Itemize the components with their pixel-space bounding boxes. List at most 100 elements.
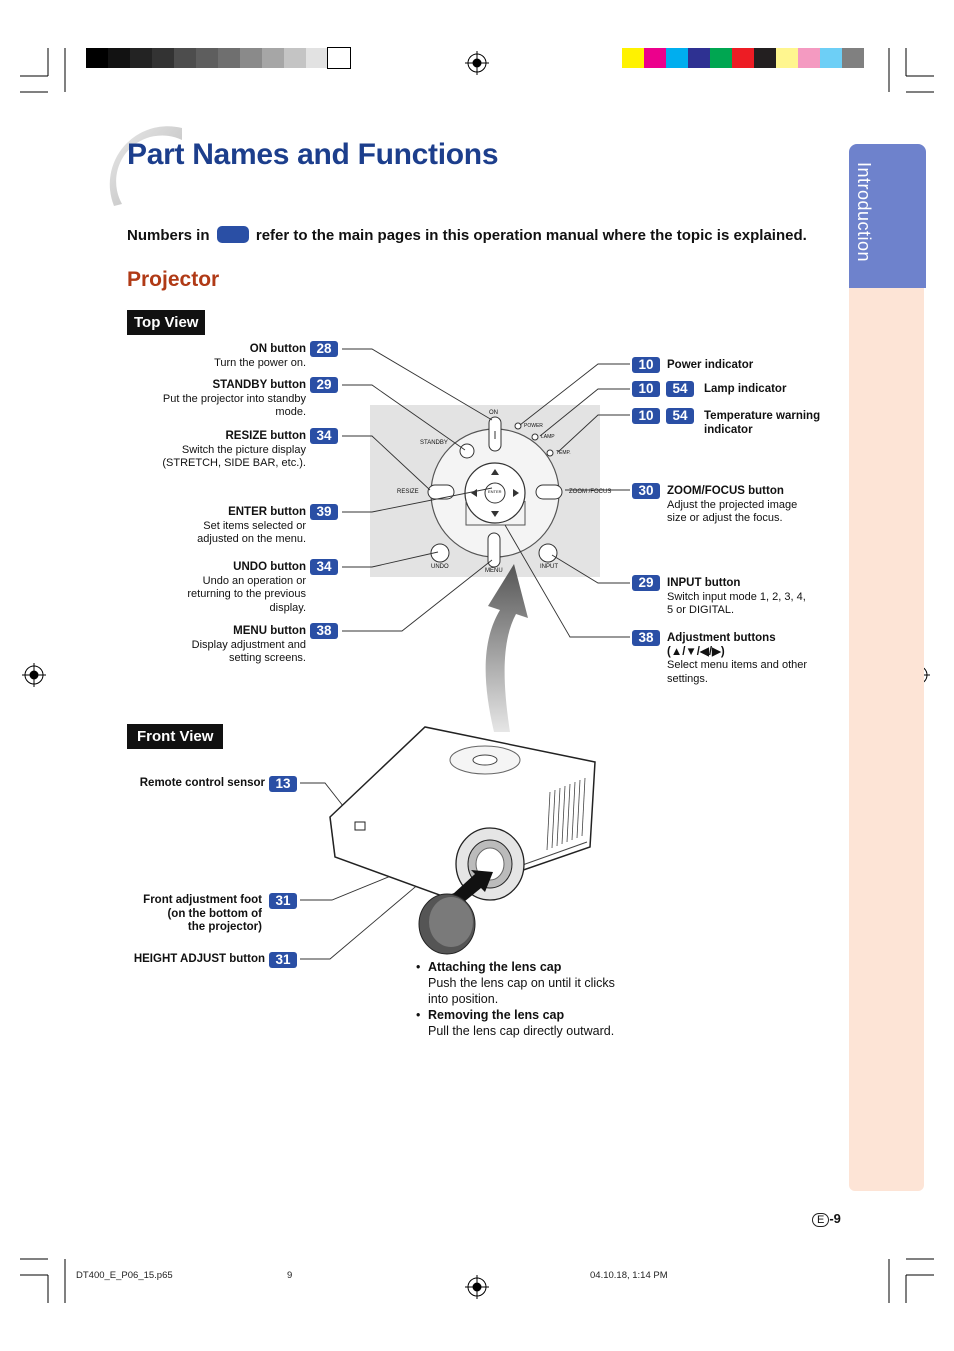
intro-note: Numbers in refer to the main pages in th…	[127, 226, 807, 244]
remove-lens-cap-item: Removing the lens cap Pull the lens cap …	[416, 1007, 615, 1039]
color-swatch	[174, 48, 196, 68]
front-view-tag: Front View	[127, 724, 224, 749]
part-desc: Switch input mode 1, 2, 3, 4,	[667, 590, 806, 603]
part-name: ZOOM/FOCUS button	[667, 485, 784, 497]
part-desc: display.	[269, 601, 306, 614]
page-ref-badge: 54	[666, 381, 694, 397]
page-ref-badge: 29	[310, 377, 338, 393]
color-swatch	[262, 48, 284, 68]
part-desc: size or adjust the focus.	[667, 512, 783, 524]
footer-file: DT400_E_P06_15.p65	[76, 1270, 173, 1281]
attach-lens-cap-line1: Push the lens cap on until it clicks	[428, 976, 615, 990]
attach-lens-cap-line2: into position.	[428, 992, 499, 1006]
part-label: Adjustment buttons(▲/▼/◀/▶)Select menu i…	[667, 632, 807, 686]
part-label: Lamp indicator	[704, 383, 786, 397]
part-name: RESIZE button	[225, 430, 307, 442]
part-desc: Select menu items and other	[667, 659, 808, 671]
part-desc: Undo an operation or	[202, 574, 306, 587]
page-badge-sample	[216, 226, 249, 243]
part-desc: setting screens.	[228, 652, 306, 664]
part-name: ENTER button	[228, 506, 306, 518]
part-name: ON button	[249, 343, 306, 355]
part-name-cont: (on the bottom of	[167, 907, 262, 920]
part-name-cont: the projector)	[187, 921, 262, 933]
page-ref-badge: 34	[310, 559, 338, 575]
color-swatch	[218, 48, 240, 68]
color-swatch	[710, 48, 732, 68]
part-desc: (STRETCH, SIDE BAR, etc.).	[162, 457, 306, 469]
projector-illustration	[329, 726, 596, 955]
color-swatch	[754, 48, 776, 68]
part-name: INPUT button	[667, 577, 741, 589]
page-ref-badge: 13	[269, 776, 297, 792]
panel-standby-label: STANDBY	[420, 440, 448, 446]
part-name: STANDBY button	[212, 379, 306, 391]
attach-lens-cap-item: Attaching the lens cap Push the lens cap…	[416, 959, 615, 1007]
top-view-tag: Top View	[127, 310, 206, 335]
footer-page: 9	[287, 1270, 293, 1281]
page-ref-badge: 31	[269, 893, 297, 909]
part-name: Lamp indicator	[704, 383, 787, 395]
page-number-value: -9	[829, 1211, 841, 1226]
page-ref-badge: 29	[632, 575, 660, 591]
color-swatch	[86, 48, 108, 68]
part-name: MENU button	[233, 625, 306, 637]
color-swatch	[152, 48, 174, 68]
part-desc: adjusted on the menu.	[197, 533, 306, 545]
section-heading: Projector	[127, 268, 220, 291]
remove-lens-cap-title: Removing the lens cap	[428, 1008, 565, 1022]
page-ref-badge: 31	[269, 952, 297, 968]
part-desc: returning to the previous	[187, 588, 306, 600]
page-title: Part Names and Functions	[127, 138, 499, 171]
panel-undo-label: UNDO	[431, 564, 449, 570]
page-ref-badge: 38	[632, 630, 660, 646]
page-ref-badge: 10	[632, 381, 660, 397]
panel-lamp-label: LAMP	[541, 434, 555, 440]
part-desc: Display adjustment and	[191, 638, 306, 651]
part-name: Adjustment buttons	[667, 632, 776, 644]
panel-resize-label: RESIZE	[397, 489, 419, 495]
part-label: Power indicator	[667, 359, 753, 373]
curved-arrow-icon	[485, 564, 528, 732]
panel-enter-label: ENTER	[488, 489, 502, 494]
page-ref-badge: 38	[310, 623, 338, 639]
color-swatch	[798, 48, 820, 68]
part-name: UNDO button	[233, 561, 306, 573]
section-tab: Introduction	[849, 144, 926, 288]
page-ref-badge: 10	[632, 357, 660, 373]
color-swatch	[644, 48, 666, 68]
footer-date: 04.10.18, 1:14 PM	[590, 1270, 668, 1281]
color-swatch	[306, 48, 328, 68]
remove-lens-cap-line1: Pull the lens cap directly outward.	[428, 1024, 615, 1038]
part-name: Remote control sensor	[139, 777, 265, 789]
color-swatch	[622, 48, 644, 68]
color-swatch	[732, 48, 754, 68]
color-swatch	[842, 48, 864, 68]
part-name: Power indicator	[667, 359, 754, 371]
page-ref-badge: 54	[666, 408, 694, 424]
color-swatch	[108, 48, 130, 68]
color-swatch	[666, 48, 688, 68]
color-swatch	[130, 48, 152, 68]
page-number: E-9	[812, 1211, 841, 1227]
part-desc: Turn the power on.	[214, 356, 306, 369]
panel-input-label: INPUT	[540, 564, 558, 570]
part-desc: Switch the picture display	[181, 443, 306, 456]
part-desc: mode.	[275, 406, 306, 418]
side-band	[849, 288, 924, 1191]
page-ref-badge: 34	[310, 428, 338, 444]
part-name-cont: (▲/▼/◀/▶)	[667, 645, 725, 658]
color-swatch	[327, 47, 351, 69]
color-swatch	[820, 48, 842, 68]
title-swoosh-icon	[109, 126, 182, 206]
attach-lens-cap-title: Attaching the lens cap	[428, 960, 562, 974]
color-swatch	[284, 48, 306, 68]
